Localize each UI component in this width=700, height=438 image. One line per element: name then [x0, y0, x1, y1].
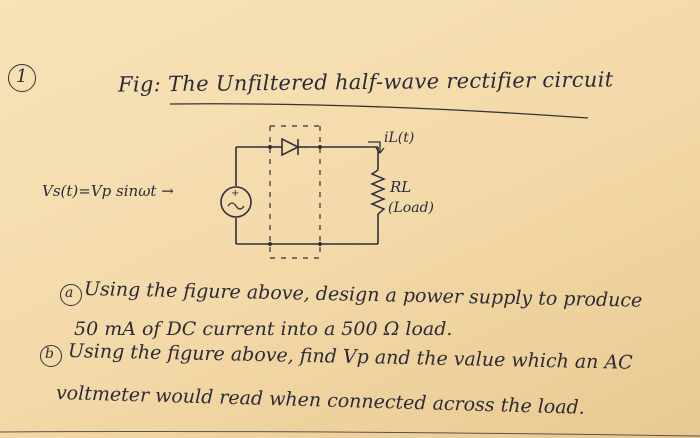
part-b-letter: b: [45, 346, 54, 362]
part-a-text-line2: 50 mA of DC current into a 500 Ω load.: [74, 318, 453, 340]
part-a-circle: [60, 284, 82, 306]
resistor-symbol: [370, 169, 386, 215]
question-number-circle: [8, 64, 36, 92]
node-dot: [268, 242, 272, 246]
resistor-sublabel: (Load): [388, 200, 434, 216]
part-b-circle: [40, 345, 62, 367]
resistor-label: RL: [390, 178, 412, 196]
ac-source-symbol: [220, 186, 252, 218]
title-underline: [169, 103, 589, 119]
load-current-label: iL(t): [384, 130, 415, 146]
source-voltage-label: Vs(t)=Vp sinωt →: [42, 182, 174, 200]
diode-symbol: [270, 137, 308, 157]
source-plus-sign: +: [231, 188, 239, 199]
node-dot: [318, 242, 322, 246]
current-arrow: [368, 141, 385, 155]
bottom-divider: [0, 431, 700, 437]
part-a-letter: a: [65, 285, 74, 301]
question-number: 1: [16, 66, 28, 87]
circuit-wires: [235, 146, 379, 245]
node-dot: [318, 145, 322, 149]
node-dot: [268, 145, 272, 149]
